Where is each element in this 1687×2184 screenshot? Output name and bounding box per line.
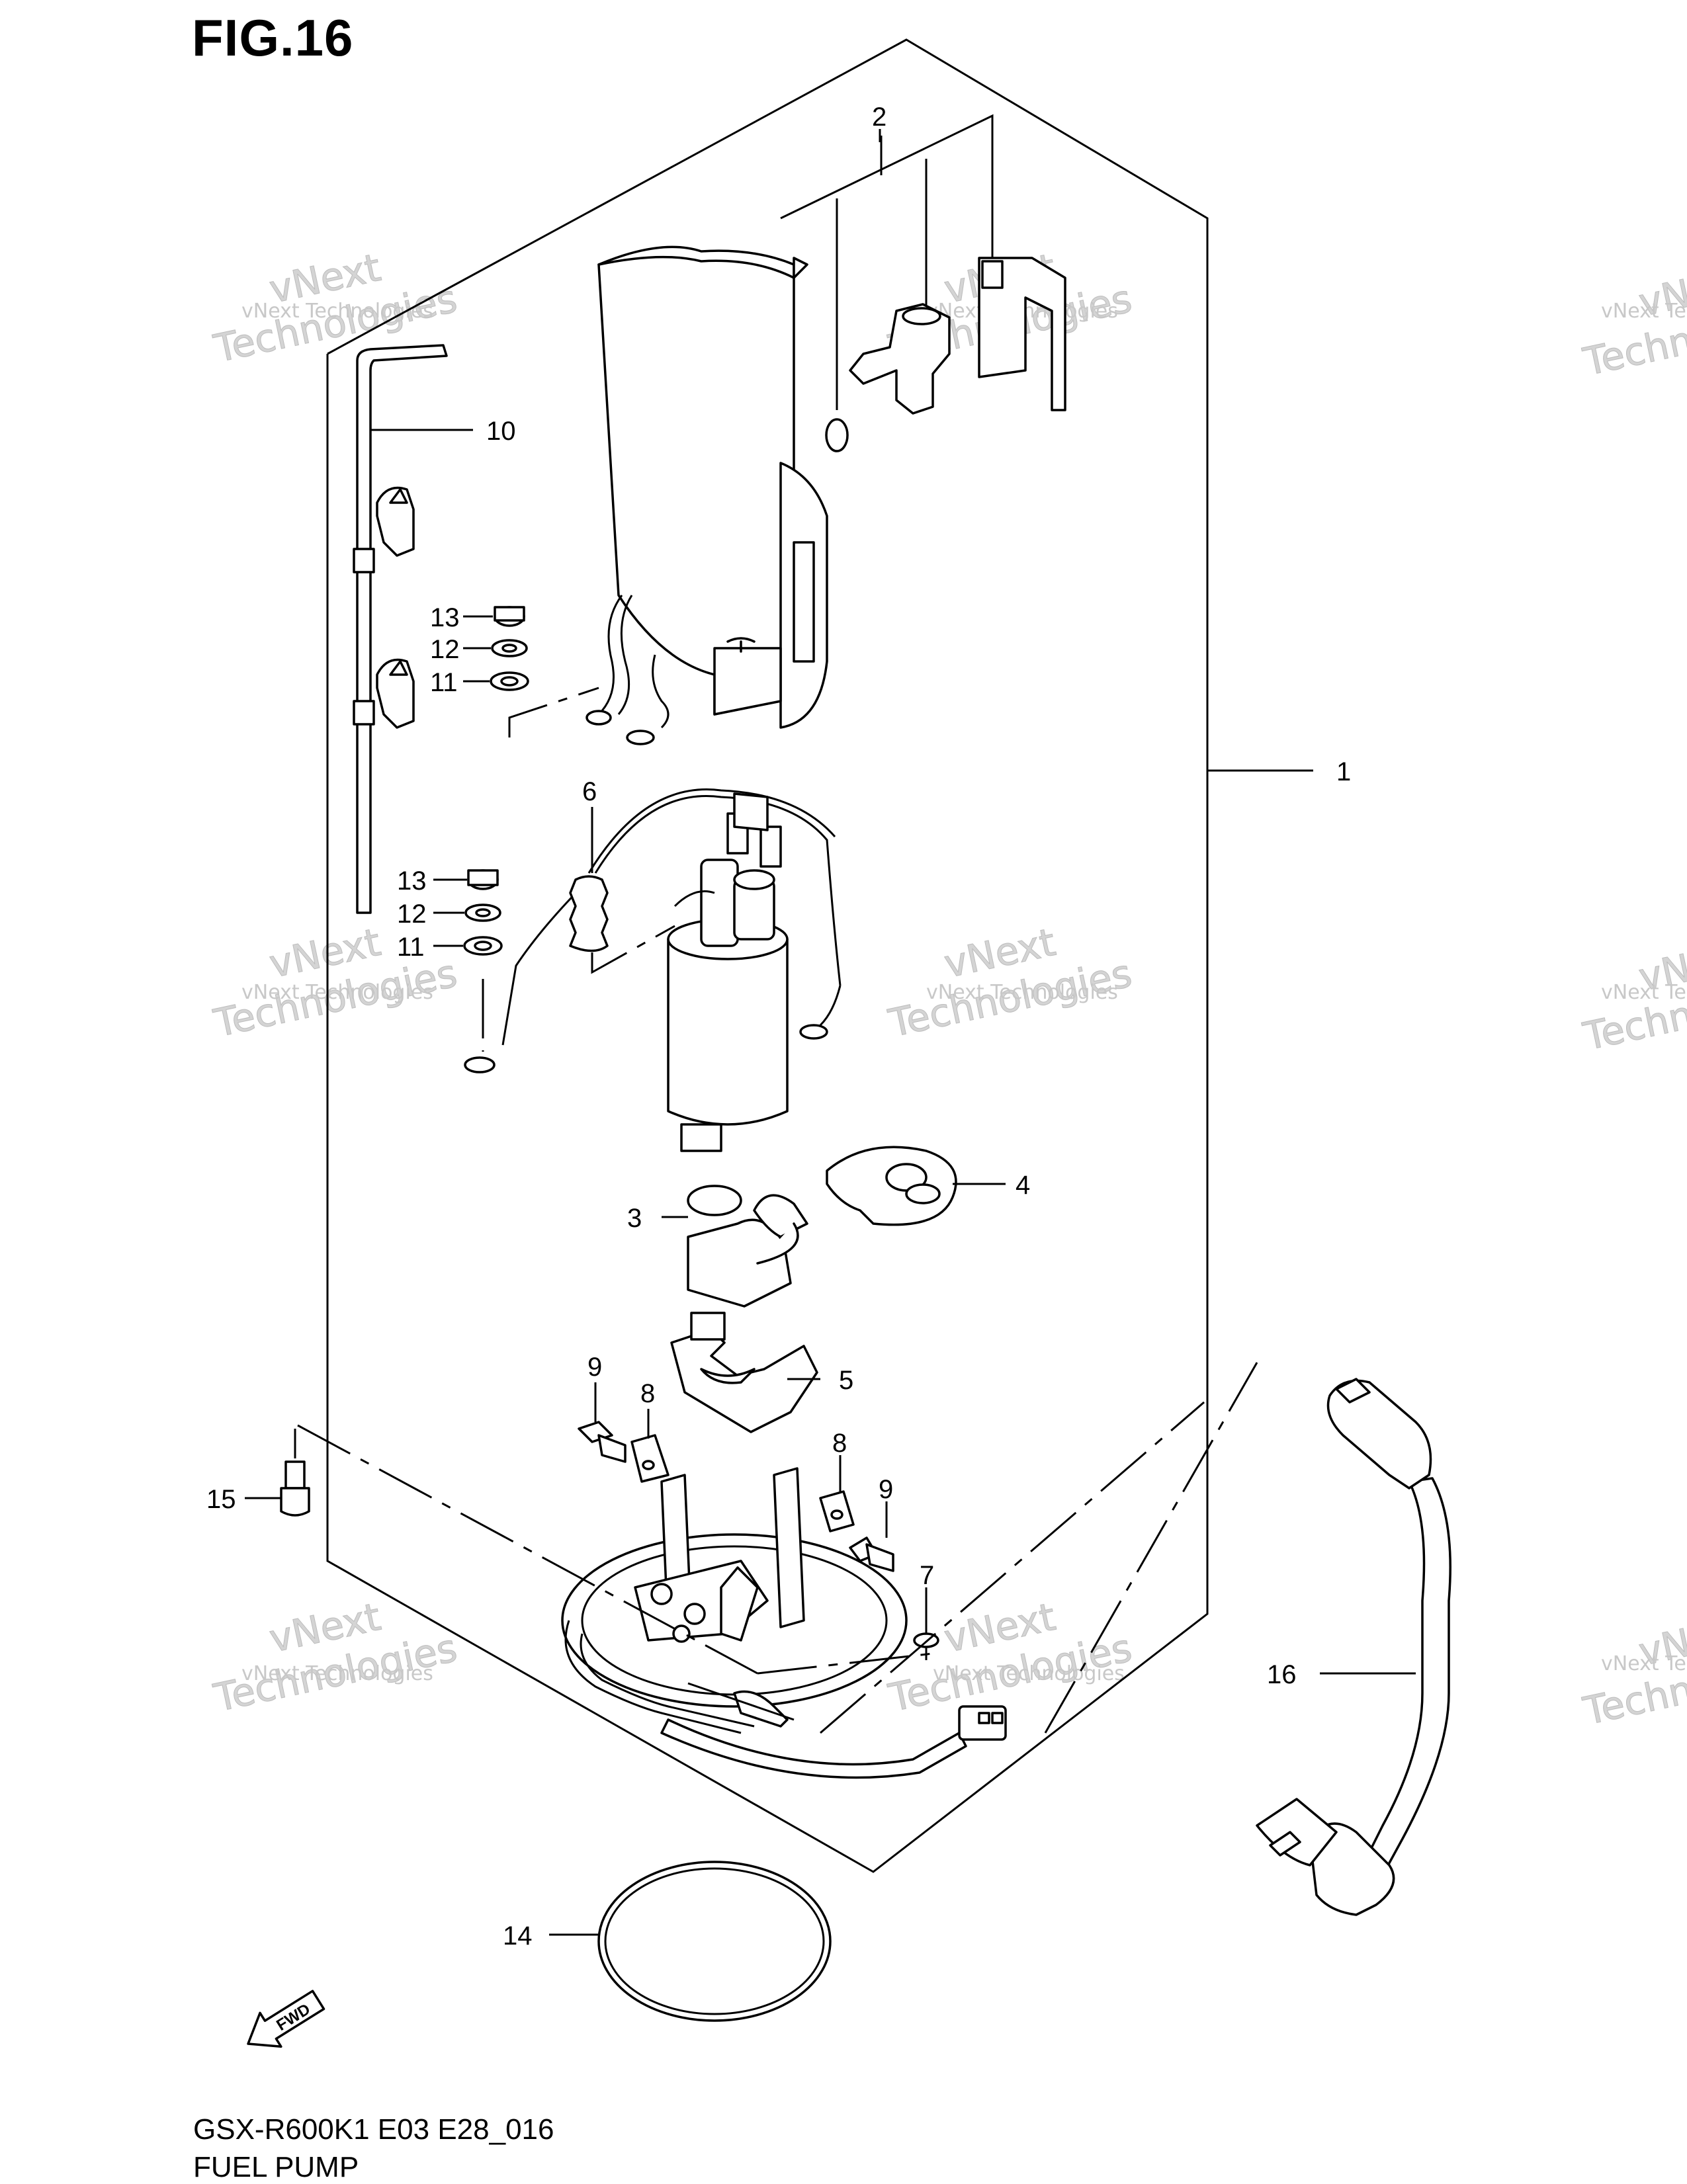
watermark-text: vNext Technologies xyxy=(926,981,1118,1004)
callout-12-lower: 12 xyxy=(397,900,427,929)
watermarks: vNext Technologies vNext Technologies vN… xyxy=(209,245,1687,1734)
callout-4: 4 xyxy=(1016,1171,1030,1200)
o-ring-part-14 xyxy=(597,1861,832,2022)
assembly-outline xyxy=(326,38,1313,1873)
callout-9-right: 9 xyxy=(879,1475,893,1504)
callout-8-right: 8 xyxy=(832,1429,847,1458)
callout-12-upper: 12 xyxy=(430,635,460,664)
hose-clip xyxy=(376,658,415,729)
clip-part-8-right xyxy=(819,1490,855,1533)
pressure-regulator xyxy=(849,303,951,415)
hose-clip xyxy=(376,486,415,557)
fwd-arrow-icon: FWD xyxy=(247,1990,325,2048)
wire-harness xyxy=(660,1682,1007,1779)
figure-title: FIG.16 xyxy=(192,9,354,67)
screw-part-15 xyxy=(280,1429,310,1517)
fuel-pump-motor xyxy=(667,812,789,1152)
watermark-text: vNext Technologies xyxy=(1601,1652,1687,1675)
watermark-text: vNext Technologies xyxy=(1601,981,1687,1004)
fuel-hose-part-16 xyxy=(1256,1378,1451,1916)
watermark-text: vNext Technologies xyxy=(933,1662,1125,1685)
pump-wiring xyxy=(464,788,842,1073)
watermark-text: vNext Technologies xyxy=(241,300,433,323)
callout-15: 15 xyxy=(206,1485,236,1514)
watermark: vNext Technologies xyxy=(884,919,1136,1046)
callout-6: 6 xyxy=(582,777,597,806)
pump-holder-part-3 xyxy=(687,1185,808,1308)
callout-10: 10 xyxy=(486,417,516,446)
callout-8-left: 8 xyxy=(640,1379,655,1408)
washer-part-7 xyxy=(913,1632,939,1660)
alignment-dashes xyxy=(297,1362,1258,1734)
callout-3: 3 xyxy=(627,1204,642,1233)
callout-9-left: 9 xyxy=(587,1353,602,1382)
callout-2: 2 xyxy=(872,103,887,132)
bolt-part-9-left xyxy=(578,1421,627,1463)
leader-lines xyxy=(245,129,1006,1936)
cushion-part-4 xyxy=(826,1146,957,1226)
callout-11-lower: 11 xyxy=(397,933,425,962)
bolt-part-9-right xyxy=(849,1536,894,1572)
fuel-level-hose xyxy=(353,344,448,914)
housing-wire-leads xyxy=(508,595,670,745)
callout-13-lower: 13 xyxy=(397,866,427,896)
watermark-text: vNext Technologies xyxy=(241,981,433,1004)
diagram-name: FUEL PUMP xyxy=(193,2151,359,2183)
nut-washer-set-upper xyxy=(490,606,529,691)
callout-11-upper: 11 xyxy=(430,668,458,697)
callout-5: 5 xyxy=(839,1366,853,1395)
bracket-part-5 xyxy=(670,1312,818,1433)
callout-13-upper: 13 xyxy=(430,603,460,632)
callout-labels: 1 2 3 4 5 6 7 8 8 9 9 10 11 11 12 12 13 … xyxy=(206,103,1351,1951)
o-ring-small xyxy=(825,418,849,452)
damper-rubber xyxy=(569,875,675,974)
callout-7: 7 xyxy=(920,1561,934,1590)
watermark: vNext Technologies xyxy=(209,1594,461,1721)
diagram-code: GSX-R600K1 E03 E28_016 xyxy=(193,2113,554,2146)
watermark-text: vNext Technologies xyxy=(1601,300,1687,323)
callout-1: 1 xyxy=(1336,757,1351,786)
callout-16: 16 xyxy=(1267,1660,1297,1689)
callout-14: 14 xyxy=(503,1921,533,1951)
pump-base-plate xyxy=(561,1467,908,1734)
clip-part-8-left xyxy=(630,1434,670,1483)
watermark-text: vNext Technologies xyxy=(241,1662,433,1685)
nut-washer-set-lower xyxy=(463,869,503,1052)
pump-housing xyxy=(597,245,828,729)
pressure-regulator-group xyxy=(780,114,1066,452)
regulator-bracket xyxy=(978,257,1066,411)
